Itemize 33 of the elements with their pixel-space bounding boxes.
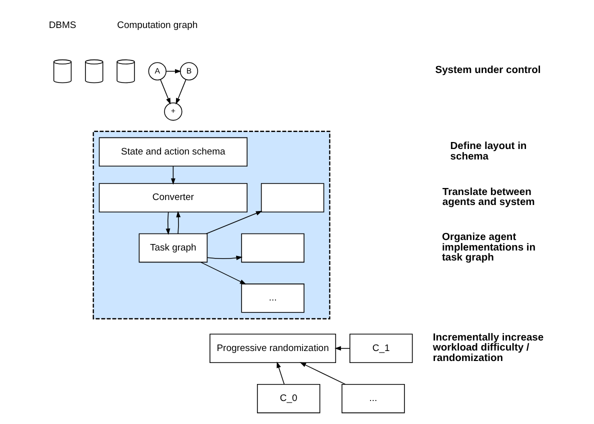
arrow: [206, 256, 242, 260]
node-box: [260, 183, 324, 212]
label: System under control: [434, 65, 540, 76]
node-circle: +: [164, 102, 182, 121]
arrow: [299, 362, 346, 385]
node-circle: A: [148, 62, 166, 80]
arrow: [175, 79, 186, 104]
arrow: [200, 262, 246, 284]
node-circle: B: [179, 62, 198, 80]
label: Translate between agents and system: [442, 186, 534, 208]
arrow: [276, 362, 284, 385]
node-box: ...: [240, 284, 304, 313]
label: Define layout in schema: [450, 141, 526, 162]
node-box: C_0: [256, 384, 320, 414]
node-box: Task graph: [138, 233, 208, 263]
arrow: [334, 346, 350, 351]
arrow: [160, 79, 170, 104]
arrow: [205, 210, 262, 234]
node-box: C_1: [348, 334, 412, 363]
node-box: Converter: [98, 183, 247, 212]
label: Computation graph: [116, 20, 198, 31]
arrow: [165, 212, 170, 235]
node-box: Progressive randomization: [209, 334, 336, 363]
label: Organize agent implementations in task graph: [441, 232, 536, 264]
cluster: [92, 130, 330, 320]
label: Incrementally increase workload difficulty / randomization: [432, 332, 544, 364]
label: DBMS: [48, 20, 76, 31]
arrow: [165, 69, 181, 74]
node-box: ...: [341, 384, 404, 414]
node-box: [240, 233, 304, 263]
arrow: [176, 210, 180, 234]
arrow: [170, 166, 175, 185]
node-box: State and action schema: [98, 137, 247, 167]
